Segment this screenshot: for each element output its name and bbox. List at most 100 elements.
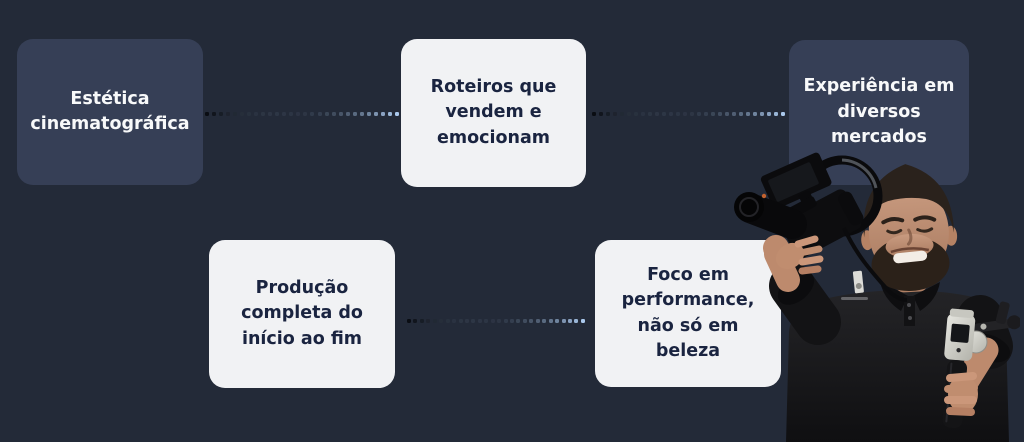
connector-dot <box>767 112 771 116</box>
connector-dot <box>458 319 463 323</box>
connector-dot <box>690 112 694 116</box>
connector-dot <box>697 112 701 116</box>
connector-dot <box>599 112 603 116</box>
connector-dot <box>739 112 743 116</box>
card-text: Estética cinematográfica <box>30 88 190 134</box>
connector-dot <box>352 112 357 116</box>
connector-dot <box>205 112 209 116</box>
connector-dot <box>606 112 610 116</box>
connector-dot <box>535 319 540 323</box>
connector-dot <box>471 319 476 323</box>
connector-dot <box>296 112 301 116</box>
connector-dot <box>655 112 659 116</box>
connector-dot <box>718 112 722 116</box>
connector-dot <box>613 112 617 116</box>
connector-dot <box>212 112 217 116</box>
connector-dot <box>592 112 596 116</box>
connector-dot <box>516 319 521 323</box>
card-text: Foco em performance, não só em beleza <box>621 264 755 361</box>
connector-dot <box>477 319 482 323</box>
connector-dot <box>380 112 385 116</box>
videographer-photo <box>734 152 1020 442</box>
shirt-logo <box>852 270 864 294</box>
connector-dot <box>247 112 252 116</box>
connector-dot <box>683 112 687 116</box>
connector-dot <box>567 319 572 323</box>
camera-cable <box>842 227 908 302</box>
connector-dot <box>275 112 280 116</box>
connector-dot <box>331 112 336 116</box>
connector-dot <box>387 112 392 116</box>
connector-dot <box>254 112 259 116</box>
connector-dot <box>310 112 315 116</box>
card-text: Experiência em diversos mercados <box>803 76 955 148</box>
connector-dot <box>522 319 527 323</box>
connector-dot <box>366 112 371 116</box>
gimbal <box>942 301 1020 429</box>
connector-dot <box>419 319 424 323</box>
connector-dot <box>413 319 418 323</box>
connector-dot <box>580 319 585 323</box>
connector-dot <box>760 112 764 116</box>
connector-dot <box>345 112 350 116</box>
connector-dot <box>484 319 489 323</box>
connector-dot <box>432 319 437 323</box>
connector-dot <box>662 112 666 116</box>
card-producao-completa: Produção completa do início ao fim <box>209 240 395 388</box>
dotted-connector-1 <box>205 110 399 118</box>
dotted-connector-3 <box>407 317 585 325</box>
connector-dot <box>261 112 266 116</box>
connector-dot <box>407 319 411 323</box>
connector-dot <box>634 112 638 116</box>
connector-dot <box>233 112 238 116</box>
connector-dot <box>394 112 399 116</box>
man-head <box>861 164 958 293</box>
connector-dot <box>641 112 645 116</box>
connector-dot <box>490 319 495 323</box>
card-text: Roteiros que vendem e emocionam <box>430 76 557 148</box>
card-estetica-cinematografica: Estética cinematográfica <box>17 39 203 185</box>
connector-dot <box>725 112 729 116</box>
connector-dot <box>753 112 757 116</box>
connector-dot <box>648 112 652 116</box>
connector-dot <box>464 319 469 323</box>
connector-dot <box>240 112 245 116</box>
connector-dot <box>620 112 624 116</box>
connector-dot <box>226 112 231 116</box>
connector-dot <box>303 112 308 116</box>
connector-dot <box>359 112 364 116</box>
connector-dot <box>529 319 534 323</box>
connector-dot <box>503 319 508 323</box>
connector-dot <box>497 319 502 323</box>
connector-dot <box>426 319 431 323</box>
connector-dot <box>219 112 224 116</box>
connector-dot <box>317 112 322 116</box>
connector-dot <box>445 319 450 323</box>
camera-rig <box>734 152 908 302</box>
connector-dot <box>324 112 329 116</box>
connector-dot <box>439 319 444 323</box>
connector-dot <box>452 319 457 323</box>
connector-dot <box>774 112 778 116</box>
connector-dot <box>676 112 680 116</box>
connector-dot <box>510 319 514 323</box>
connector-dot <box>732 112 736 116</box>
connector-dot <box>746 112 750 116</box>
card-text: Produção completa do início ao fim <box>241 277 363 349</box>
connector-dot <box>282 112 287 116</box>
connector-dot <box>542 319 547 323</box>
card-roteiros-que-vendem: Roteiros que vendem e emocionam <box>401 39 586 187</box>
connector-dot <box>704 112 708 116</box>
connector-dot <box>574 319 579 323</box>
connector-dot <box>555 319 560 323</box>
dotted-connector-2 <box>592 110 785 118</box>
connector-dot <box>548 319 553 323</box>
connector-dot <box>561 319 566 323</box>
connector-dot <box>669 112 673 116</box>
connector-dot <box>289 112 294 116</box>
connector-dot <box>627 112 631 116</box>
connector-dot <box>338 112 343 116</box>
connector-dot <box>373 112 378 116</box>
connector-dot <box>711 112 715 116</box>
